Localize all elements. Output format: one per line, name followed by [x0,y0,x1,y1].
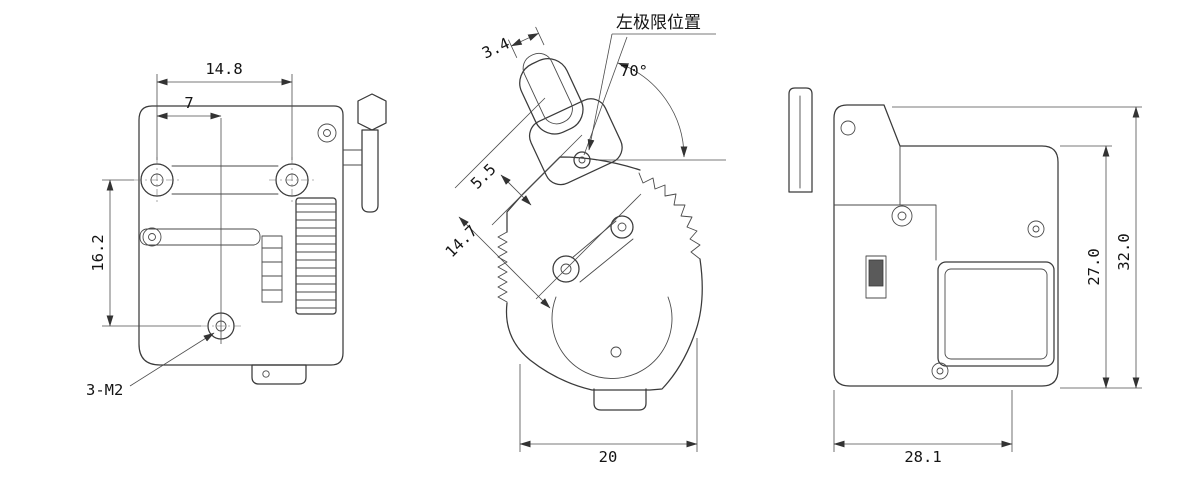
front-screw-left [142,227,162,247]
side-link-arm [571,220,634,283]
side-sector-gear-teeth [638,172,701,260]
rear-connector [865,255,887,299]
rear-hole-right [1027,220,1045,238]
side-body-outline-top [506,156,641,233]
dim-3-4-extlines [508,26,545,58]
rear-boss-bore [897,211,907,221]
side-rack-teeth [497,231,508,303]
front-gear-stack [295,197,337,315]
dim-front-width-inner: 7 [184,94,193,112]
dim-front-width-top: 14.8 [205,60,242,78]
limit-position-label: 左极限位置 [616,13,701,32]
dim-side-slot-width: 3.4 [479,34,512,62]
side-lever-group [508,26,623,186]
side-pivot [573,151,591,169]
rear-hole-bottom-bore [936,367,944,375]
front-handle-links [342,149,363,166]
rear-hole-bottom [931,362,949,380]
dim-side-lever-depth: 14.7 [442,222,481,261]
side-lever-plate [528,98,623,186]
dim-16-2-extlines [102,179,201,327]
front-arm-lines [171,165,279,195]
front-gear-small [261,235,283,303]
rear-body-outline [833,104,1059,387]
thread-note-leader [129,332,215,387]
view-rear: 27.0 32.0 28.1 [788,87,1142,466]
front-handle-hex [357,93,387,131]
limit-position-leader [587,33,613,151]
side-small-hole [610,346,622,358]
rear-boss [891,205,913,227]
dim-front-height-left: 16.2 [89,234,107,271]
side-tube-outer [519,58,584,135]
dim-side-angle: 70° [620,62,648,80]
dim-3-4-line [510,32,539,47]
oblique-extlines [454,97,642,300]
dim-rear-height-overall: 32.0 [1115,233,1133,270]
front-spring-plate [139,228,261,246]
thread-note-label: 3-M2 [86,381,123,399]
side-housing-arc [551,296,673,379]
front-idler-right-centerline [269,157,315,203]
side-body-outline-main [505,258,703,391]
side-gear-axle [610,215,634,239]
side-idler-axle [552,255,580,283]
side-tube-slot [522,52,573,125]
dim-side-lever-width: 5.5 [467,160,500,193]
front-idler-left-centerline [134,157,180,203]
dim-20-extlines [519,338,698,452]
dim-14-7-line [458,216,551,309]
angle-arc [617,62,688,158]
front-tab-hole [262,370,270,378]
side-bottom-tab [593,388,647,411]
rear-panel-lines [833,145,937,261]
front-screw-left-bore [148,233,156,241]
front-bottom-tab [251,364,307,385]
side-idler-axle-bore [560,263,572,275]
dim-rear-width-bottom: 28.1 [904,448,941,466]
rear-motor-block-inner [944,268,1048,360]
front-body-outline [138,105,344,366]
side-gear-axle-bore [617,222,627,232]
dim-28-extlines [833,390,1013,452]
dim-5-5-line [500,174,532,206]
dim-side-width-bottom: 20 [599,448,618,466]
rear-mount-tab [788,87,813,193]
front-handle-arm [361,129,379,213]
side-pivot-bore [578,156,586,164]
angle-ray [583,36,628,156]
view-front: 14.8 7 16.2 3-M2 [86,60,387,399]
dim-14-8-extlines [156,74,293,160]
front-screw-topright-bore [323,129,331,137]
front-gear-small-teeth [261,247,283,291]
front-screw-topright [317,123,337,143]
rear-connector-pins [868,259,884,287]
rear-hole-topleft [840,120,856,136]
dim-rear-height-inner: 27.0 [1085,248,1103,285]
view-side: 3.4 70° 左极限位置 5.5 14.7 20 [442,13,726,466]
front-gear-teeth [295,203,337,309]
rear-motor-block [937,261,1055,367]
rear-hole-right-bore [1032,225,1040,233]
